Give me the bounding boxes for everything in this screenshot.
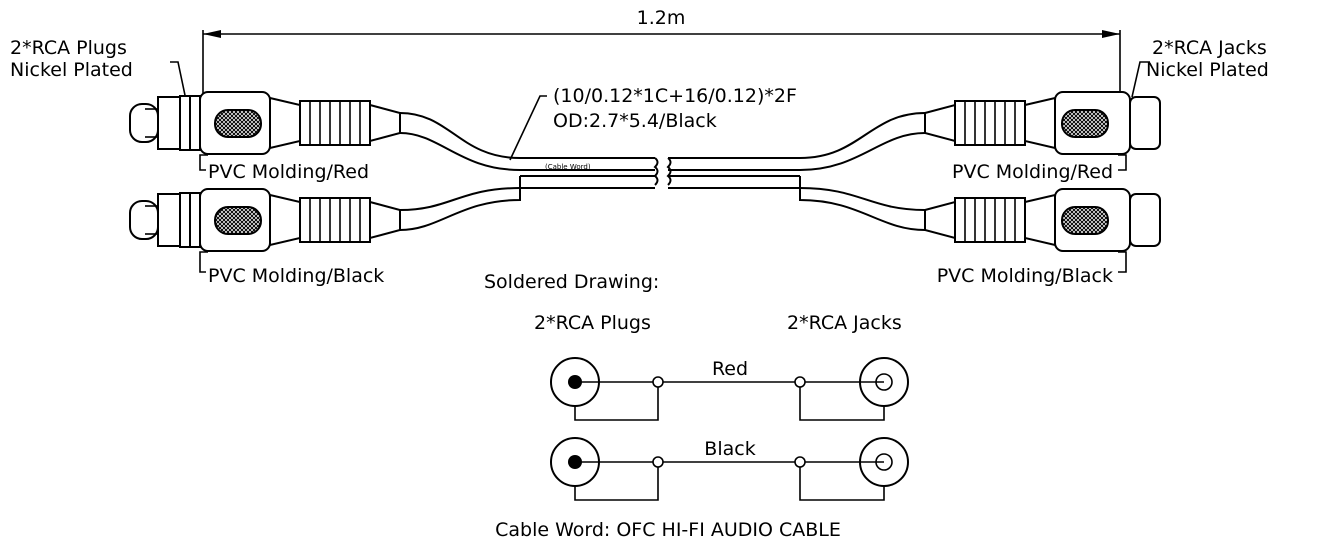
cable-left: (Cable Word) xyxy=(399,112,659,231)
length-dimension: 1.2m xyxy=(202,7,1121,95)
rca-jack-red: PVC Molding/Red xyxy=(924,91,1161,183)
molding-red-right: PVC Molding/Red xyxy=(952,161,1113,183)
molding-red-left: PVC Molding/Red xyxy=(208,161,369,183)
plugs-left-line2: Nickel Plated xyxy=(10,59,133,81)
rca-plug-black: PVC Molding/Black xyxy=(129,188,401,287)
molding-black-right: PVC Molding/Black xyxy=(937,265,1113,287)
wire-black-label: Black xyxy=(704,438,755,460)
solder-red: Red xyxy=(550,357,909,421)
length-label: 1.2m xyxy=(637,7,686,29)
cable-spec-line2: OD:2.7*5.4/Black xyxy=(553,110,717,132)
wire-red-label: Red xyxy=(712,358,748,380)
jacks-right-label: 2*RCA Jacks Nickel Plated xyxy=(1131,37,1269,98)
solder-black: Black xyxy=(550,437,909,501)
molding-black-left: PVC Molding/Black xyxy=(208,265,384,287)
rca-jack-black: PVC Molding/Black xyxy=(924,188,1161,287)
cable-spec-label: (10/0.12*1C+16/0.12)*2F OD:2.7*5.4/Black xyxy=(509,85,797,161)
plugs-left-line1: 2*RCA Plugs xyxy=(10,37,127,59)
cable-word-tag: (Cable Word) xyxy=(545,163,591,171)
cable-spec-line1: (10/0.12*1C+16/0.12)*2F xyxy=(553,85,797,107)
plugs-left-label: 2*RCA Plugs Nickel Plated xyxy=(10,37,187,101)
rca-plug-red: PVC Molding/Red xyxy=(129,91,401,183)
jacks-right-line2: Nickel Plated xyxy=(1146,59,1269,81)
soldered-left-title: 2*RCA Plugs xyxy=(534,312,651,334)
jacks-right-line1: 2*RCA Jacks xyxy=(1152,37,1267,59)
cable-word-footer: Cable Word: OFC HI-FI AUDIO CABLE xyxy=(495,519,841,541)
soldered-title: Soldered Drawing: xyxy=(484,271,659,293)
cable-right xyxy=(666,112,926,231)
soldered-right-title: 2*RCA Jacks xyxy=(787,312,902,334)
